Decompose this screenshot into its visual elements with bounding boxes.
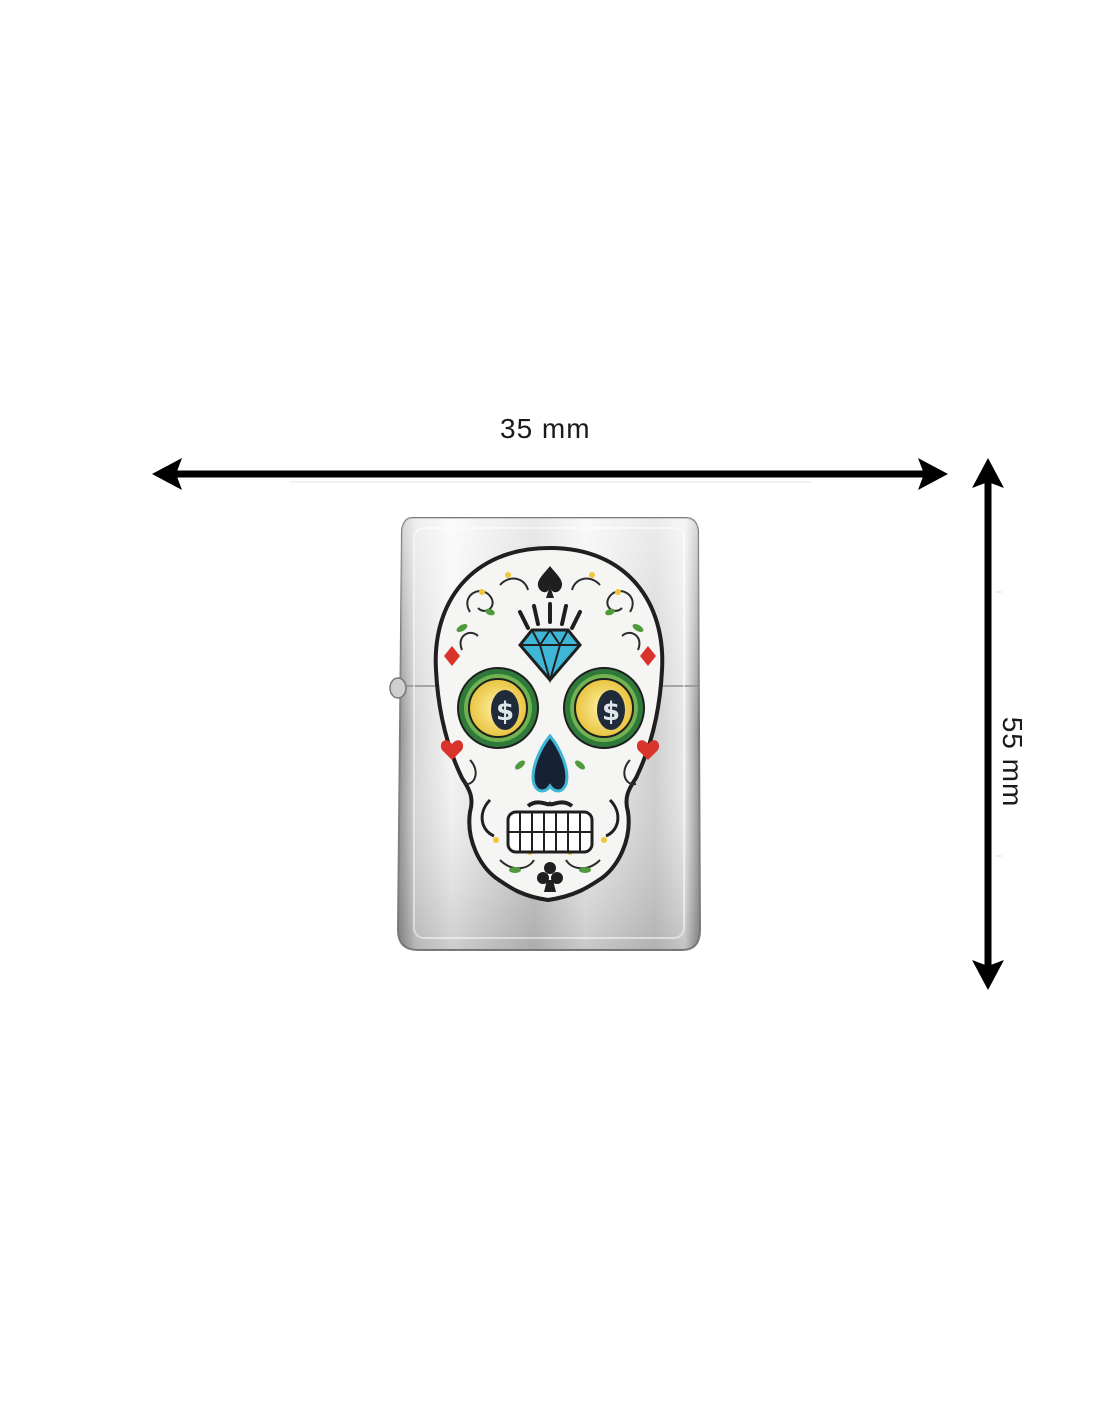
width-arrow (152, 458, 948, 490)
height-arrow (972, 458, 1004, 990)
width-dimension-label: 35 mm (500, 413, 591, 444)
svg-text:$: $ (496, 697, 514, 727)
teeth (506, 810, 594, 854)
diamond-icon (518, 628, 582, 684)
club-icon (537, 862, 563, 892)
sugar-skull-icon: $ $ (433, 545, 665, 903)
svg-text:$: $ (602, 697, 620, 727)
left-eye: $ (457, 667, 539, 749)
right-eye: $ (563, 667, 645, 749)
